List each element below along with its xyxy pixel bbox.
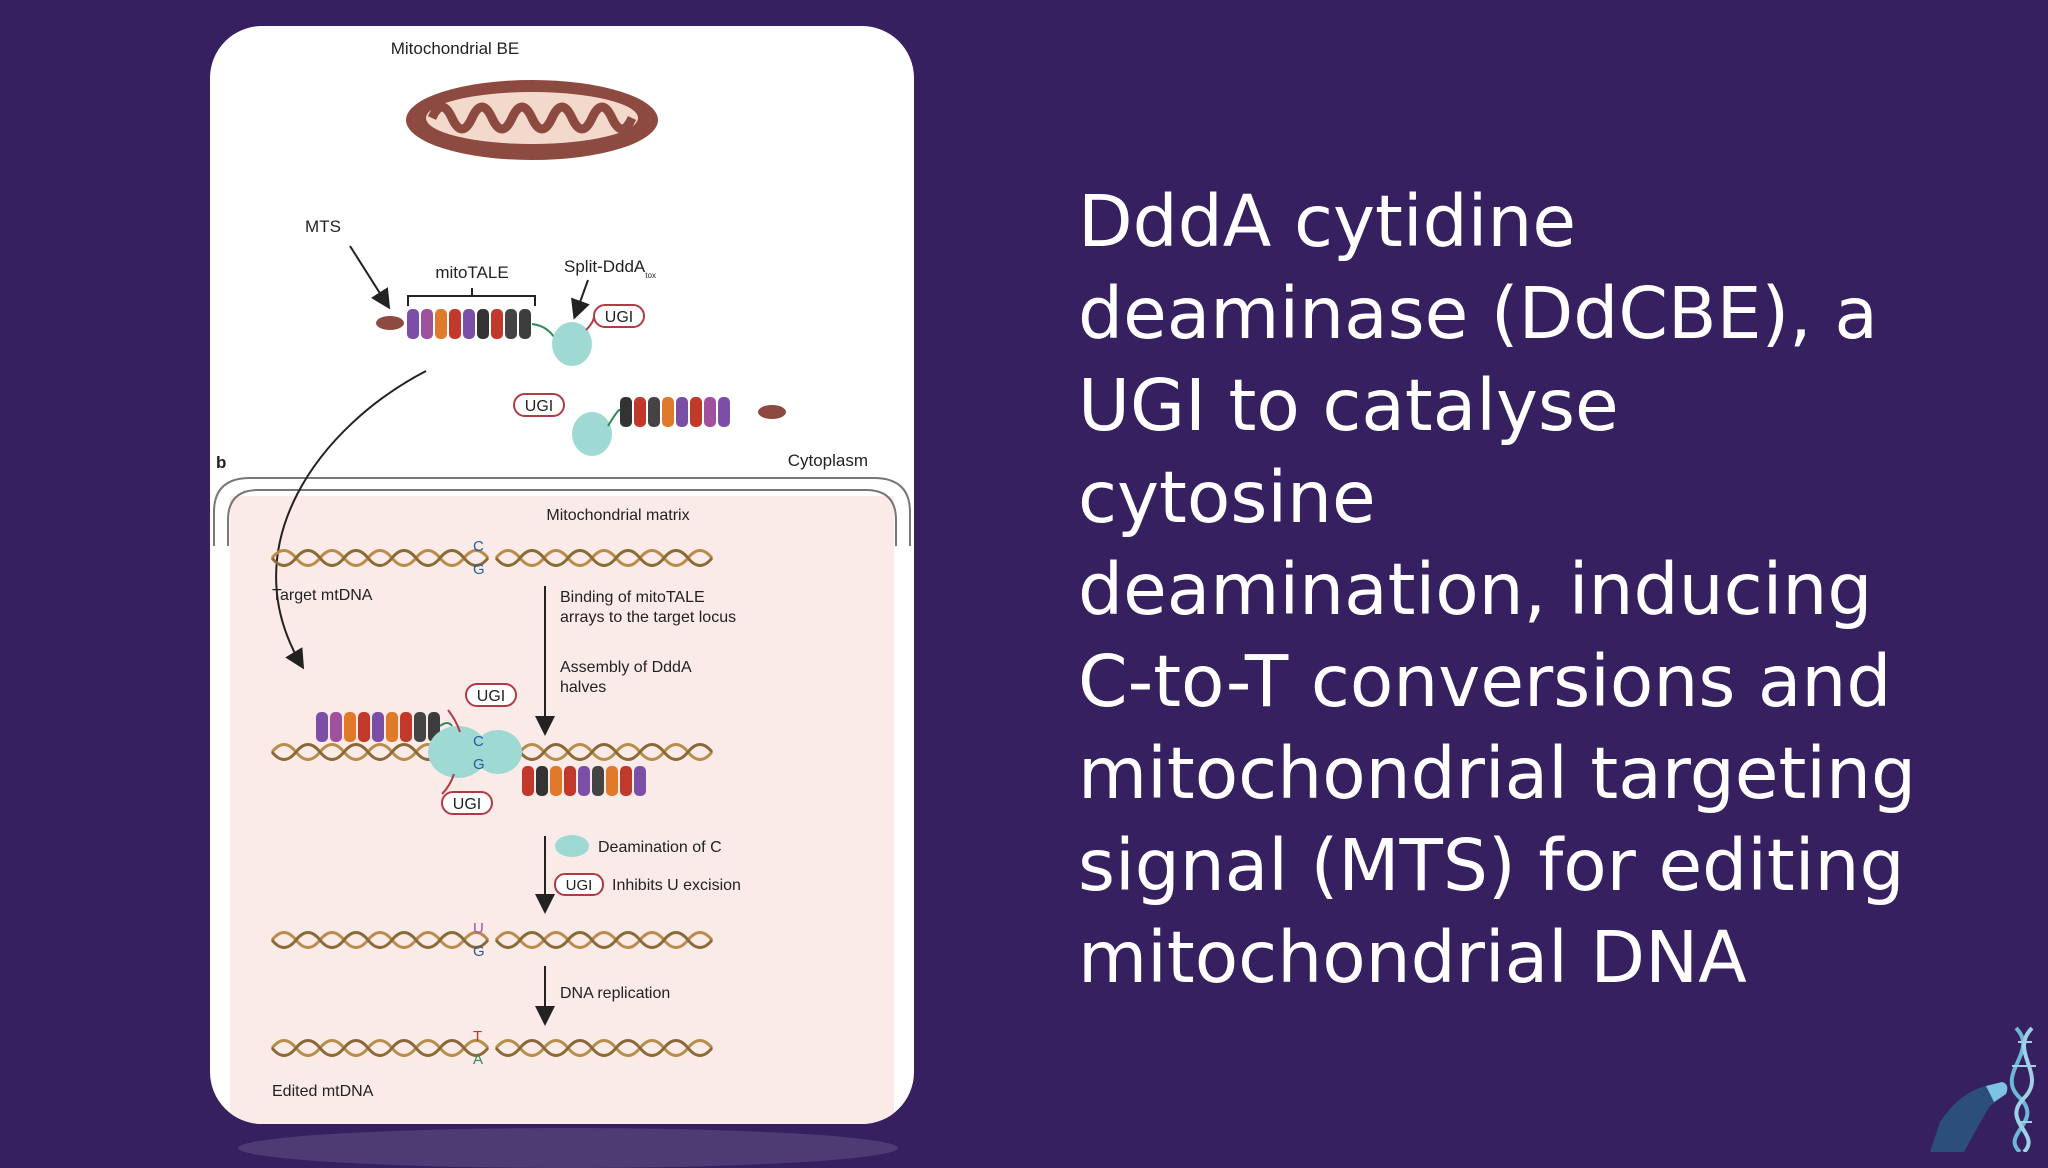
assembly-text: Assembly of DddA halves [560, 659, 695, 696]
bound-complex: C G [270, 709, 714, 796]
target-mtdna-label: Target mtDNA [272, 587, 373, 604]
svg-text:UGI: UGI [477, 688, 505, 705]
mitotale-bracket [407, 288, 536, 306]
mitochondrial-membrane [213, 477, 911, 546]
matrix-region [230, 496, 894, 1124]
svg-text:UGI: UGI [605, 309, 633, 326]
edited-mtdna-label: Edited mtDNA [272, 1083, 374, 1100]
svg-text:UGI: UGI [566, 877, 593, 894]
caption-line: DddA cytidine [1078, 180, 1577, 263]
caption-line: signal (MTS) for editing [1078, 824, 1905, 907]
deaminated-mtdna-helix: U G [270, 920, 714, 960]
caption-line: C-to-T conversions and [1078, 640, 1892, 723]
deamination-text: Deamination of C [598, 839, 722, 856]
svg-text:A: A [473, 1051, 483, 1068]
ugi-badge-bound-top: UGI [465, 683, 517, 707]
figure-title: Mitochondrial BE [391, 39, 520, 58]
ugi-legend-badge: UGI [554, 873, 604, 896]
edited-mtdna-helix: T A [270, 1028, 714, 1068]
mitotale-label: mitoTALE [435, 263, 508, 282]
ugi-badge-bound-bottom: UGI [441, 791, 493, 815]
svg-text:C: C [473, 538, 484, 555]
split-ddda-arrow [571, 279, 590, 320]
mitotale-construct-top [376, 309, 595, 366]
inhibits-text: Inhibits U excision [612, 877, 741, 894]
svg-text:G: G [473, 756, 485, 773]
ddcbe-diagram: Mitochondrial BE MTS mitoTALE Split-DddA… [213, 39, 911, 1124]
card-reflection [238, 1128, 898, 1168]
caption-line: deamination, inducing [1078, 548, 1873, 631]
svg-text:UGI: UGI [525, 398, 553, 415]
dna-robot-hand-icon [1930, 1026, 2036, 1152]
caption-line: UGI to catalyse [1078, 364, 1619, 447]
mitochondrion-icon [406, 80, 658, 160]
split-ddda-label: Split-DddAtox [564, 257, 656, 280]
ugi-badge-top: UGI [593, 304, 645, 328]
mts-label: MTS [305, 217, 341, 236]
svg-text:U: U [473, 920, 484, 937]
caption-line: mitochondrial DNA [1078, 916, 1747, 999]
svg-text:UGI: UGI [453, 796, 481, 813]
figure-card: Mitochondrial BE MTS mitoTALE Split-DddA… [210, 26, 914, 1124]
svg-text:G: G [473, 943, 485, 960]
target-mtdna-helix: C G [270, 538, 714, 578]
replication-text: DNA replication [560, 985, 670, 1002]
caption-line: cytosine [1078, 456, 1376, 539]
mts-arrow [349, 245, 391, 310]
slide-caption: DddA cytidine deaminase (DdCBE), a UGI t… [1078, 176, 1998, 1004]
panel-b-label: b [216, 453, 226, 472]
caption-line: deaminase (DdCBE), a [1078, 272, 1878, 355]
svg-text:G: G [473, 561, 485, 578]
svg-text:T: T [473, 1028, 482, 1045]
matrix-label: Mitochondrial matrix [546, 507, 689, 524]
import-arrow [275, 370, 427, 670]
caption-line: mitochondrial targeting [1078, 732, 1917, 815]
ugi-badge-lower: UGI [513, 393, 565, 417]
ddda-legend-icon [555, 835, 589, 857]
cytoplasm-label: Cytoplasm [788, 451, 868, 470]
svg-text:C: C [473, 733, 484, 750]
mitotale-construct-lower [572, 397, 786, 456]
binding-text: Binding of mitoTALE arrays to the target… [560, 589, 736, 626]
